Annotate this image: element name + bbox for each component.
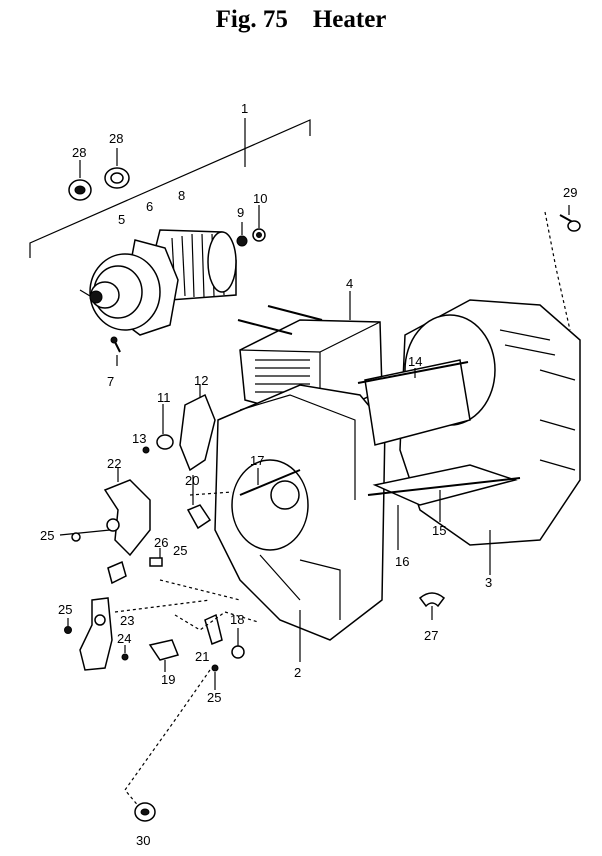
washer-part: [236, 205, 266, 247]
screw-part: [121, 645, 129, 661]
callout-label: 11: [157, 390, 171, 405]
link-part: [148, 639, 180, 672]
callout-label: 14: [408, 354, 422, 369]
heater-case-right: [399, 299, 581, 575]
callout-label: 12: [194, 373, 208, 388]
callout-label: 27: [424, 628, 438, 643]
callout-label: 4: [346, 276, 353, 291]
screw-part: [124, 664, 219, 809]
callout-label: 9: [237, 205, 244, 220]
lever-part: [103, 468, 151, 557]
figure-title: Fig. 75 Heater: [0, 6, 602, 34]
figure-name: Heater: [312, 6, 387, 33]
screw-part: [64, 618, 72, 634]
callout-label: 6: [146, 199, 153, 214]
assembly-bracket: [29, 118, 311, 258]
callout-label: 13: [132, 431, 146, 446]
blower-motor: [79, 229, 237, 336]
callout-label: 15: [432, 523, 446, 538]
nut-part: [134, 802, 156, 822]
heater-case-left: [214, 384, 386, 662]
lever-part: [79, 579, 241, 671]
grommet-part: [104, 148, 130, 189]
callout-label: 5: [118, 212, 125, 227]
damper-plate: [367, 464, 521, 550]
callout-label: 24: [117, 631, 131, 646]
callout-label: 17: [250, 453, 264, 468]
callout-label: 8: [178, 188, 185, 203]
callout-label: 7: [107, 374, 114, 389]
callout-label: 3: [485, 575, 492, 590]
callout-label: 19: [161, 672, 175, 687]
callout-label: 28: [72, 145, 86, 160]
callout-label: 25: [40, 528, 54, 543]
callout-label: 20: [185, 473, 199, 488]
clip-part: [418, 592, 446, 620]
screw-part: [59, 529, 111, 542]
callout-label: 21: [195, 649, 209, 664]
callout-label: 1: [241, 101, 248, 116]
callout-label: 30: [136, 833, 150, 848]
callout-label: 25: [207, 690, 221, 705]
callout-label: 18: [230, 612, 244, 627]
callout-label: 28: [109, 131, 123, 146]
bracket-part: [142, 385, 216, 472]
damper-plate: [357, 359, 471, 446]
callout-label: 25: [173, 543, 187, 558]
figure-number: Fig. 75: [215, 6, 288, 33]
callout-label: 25: [58, 602, 72, 617]
callout-label: 16: [395, 554, 409, 569]
callout-label: 29: [563, 185, 577, 200]
screw-part: [110, 336, 121, 366]
link-part: [174, 611, 259, 659]
callout-label: 22: [107, 456, 121, 471]
callout-label: 2: [294, 665, 301, 680]
callout-label: 26: [154, 535, 168, 550]
nut-part: [68, 160, 92, 201]
linkage-rod: [107, 468, 301, 585]
callout-label: 10: [253, 191, 267, 206]
screw-part: [544, 205, 581, 331]
callout-label: 23: [120, 613, 134, 628]
